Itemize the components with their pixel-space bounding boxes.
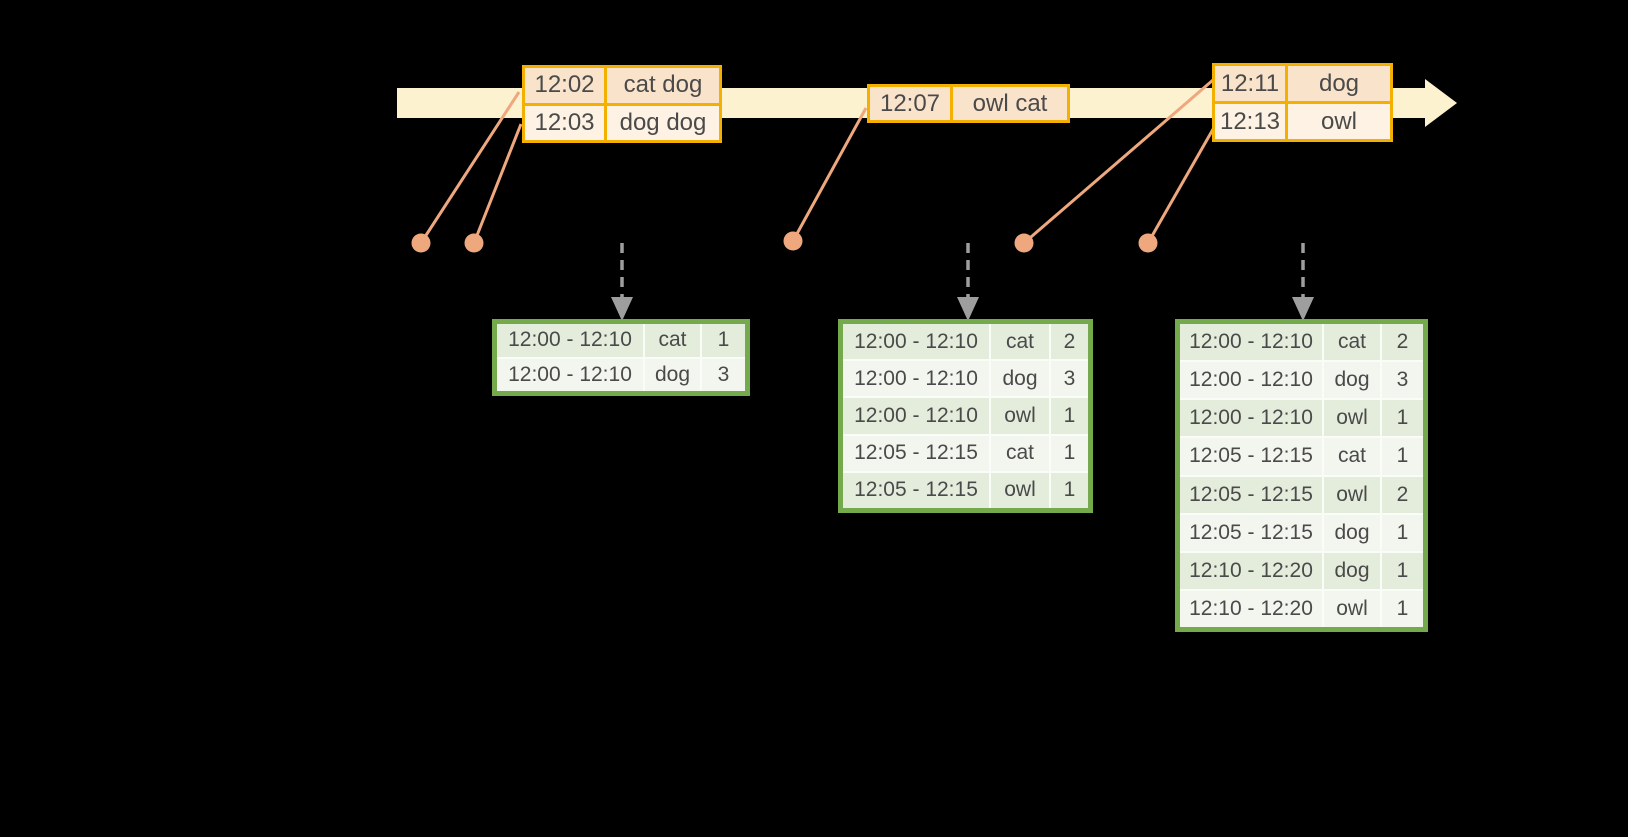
window-cell: 12:00 - 12:10 <box>1180 362 1322 399</box>
trigger-arrowhead-icon <box>957 297 979 321</box>
words-cell: owl <box>1288 104 1390 139</box>
window-cell: 12:05 - 12:15 <box>1180 514 1322 551</box>
count-cell: 2 <box>1382 476 1423 513</box>
window-cell: 12:05 - 12:15 <box>1180 476 1322 513</box>
word-cell: owl <box>991 398 1049 434</box>
count-cell: 3 <box>1051 361 1088 397</box>
words-cell: owl cat <box>953 87 1067 120</box>
word-cell: owl <box>1324 400 1380 437</box>
window-cell: 12:00 - 12:10 <box>1180 324 1322 361</box>
window-cell: 12:00 - 12:10 <box>497 358 643 391</box>
time-cell: 12:11 <box>1215 66 1285 101</box>
time-cell: 12:07 <box>870 87 950 120</box>
result-table-3: 12:00 - 12:10 cat 2 12:00 - 12:10 dog 3 … <box>1175 319 1428 632</box>
word-cell: dog <box>1324 514 1380 551</box>
count-cell: 2 <box>1051 324 1088 360</box>
window-cell: 12:05 - 12:15 <box>843 472 989 508</box>
words-cell: dog <box>1288 66 1390 101</box>
window-cell: 12:00 - 12:10 <box>497 324 643 357</box>
words-cell: cat dog <box>607 68 719 103</box>
count-cell: 1 <box>1382 590 1423 627</box>
window-cell: 12:05 - 12:15 <box>1180 438 1322 475</box>
window-cell: 12:05 - 12:15 <box>843 435 989 471</box>
count-cell: 3 <box>702 358 745 391</box>
count-cell: 1 <box>1051 472 1088 508</box>
word-cell: dog <box>645 358 700 391</box>
word-cell: owl <box>1324 476 1380 513</box>
result-table-1: 12:00 - 12:10 cat 1 12:00 - 12:10 dog 3 <box>492 319 750 396</box>
event-table-2: 12:07 owl cat <box>867 84 1070 123</box>
word-cell: dog <box>991 361 1049 397</box>
event-connector-line <box>1146 123 1218 244</box>
words-cell: dog dog <box>607 105 719 140</box>
window-cell: 12:00 - 12:10 <box>843 361 989 397</box>
time-cell: 12:03 <box>525 105 604 140</box>
count-cell: 1 <box>1382 552 1423 589</box>
window-cell: 12:10 - 12:20 <box>1180 552 1322 589</box>
window-cell: 12:00 - 12:10 <box>1180 400 1322 437</box>
event-connector-line <box>791 107 868 242</box>
word-cell: owl <box>991 472 1049 508</box>
word-cell: owl <box>1324 590 1380 627</box>
count-cell: 3 <box>1382 362 1423 399</box>
window-cell: 12:10 - 12:20 <box>1180 590 1322 627</box>
event-dot <box>1138 233 1158 253</box>
event-table-1: 12:02 cat dog 12:03 dog dog <box>522 65 722 143</box>
trigger-arrowhead-icon <box>1292 297 1314 321</box>
count-cell: 2 <box>1382 324 1423 361</box>
word-cell: cat <box>1324 324 1380 361</box>
word-cell: dog <box>1324 552 1380 589</box>
word-cell: cat <box>991 435 1049 471</box>
event-connector-line <box>1023 78 1214 245</box>
event-connector-line <box>419 91 521 244</box>
window-cell: 12:00 - 12:10 <box>843 398 989 434</box>
count-cell: 1 <box>1382 400 1423 437</box>
window-cell: 12:00 - 12:10 <box>843 324 989 360</box>
event-dot <box>783 231 803 251</box>
event-dot <box>1014 233 1034 253</box>
count-cell: 1 <box>702 324 745 357</box>
event-table-3: 12:11 dog 12:13 owl <box>1212 63 1393 142</box>
word-cell: dog <box>1324 362 1380 399</box>
result-table-2: 12:00 - 12:10 cat 2 12:00 - 12:10 dog 3 … <box>838 319 1093 513</box>
count-cell: 1 <box>1051 435 1088 471</box>
count-cell: 1 <box>1051 398 1088 434</box>
count-cell: 1 <box>1382 514 1423 551</box>
time-cell: 12:02 <box>525 68 604 103</box>
event-dot <box>411 233 431 253</box>
timeline-arrowhead-icon <box>1425 79 1457 127</box>
time-cell: 12:13 <box>1215 104 1285 139</box>
word-cell: cat <box>991 324 1049 360</box>
trigger-arrowhead-icon <box>611 297 633 321</box>
count-cell: 1 <box>1382 438 1423 475</box>
word-cell: cat <box>645 324 700 357</box>
event-connector-line <box>472 123 523 244</box>
word-cell: cat <box>1324 438 1380 475</box>
event-dot <box>464 233 484 253</box>
